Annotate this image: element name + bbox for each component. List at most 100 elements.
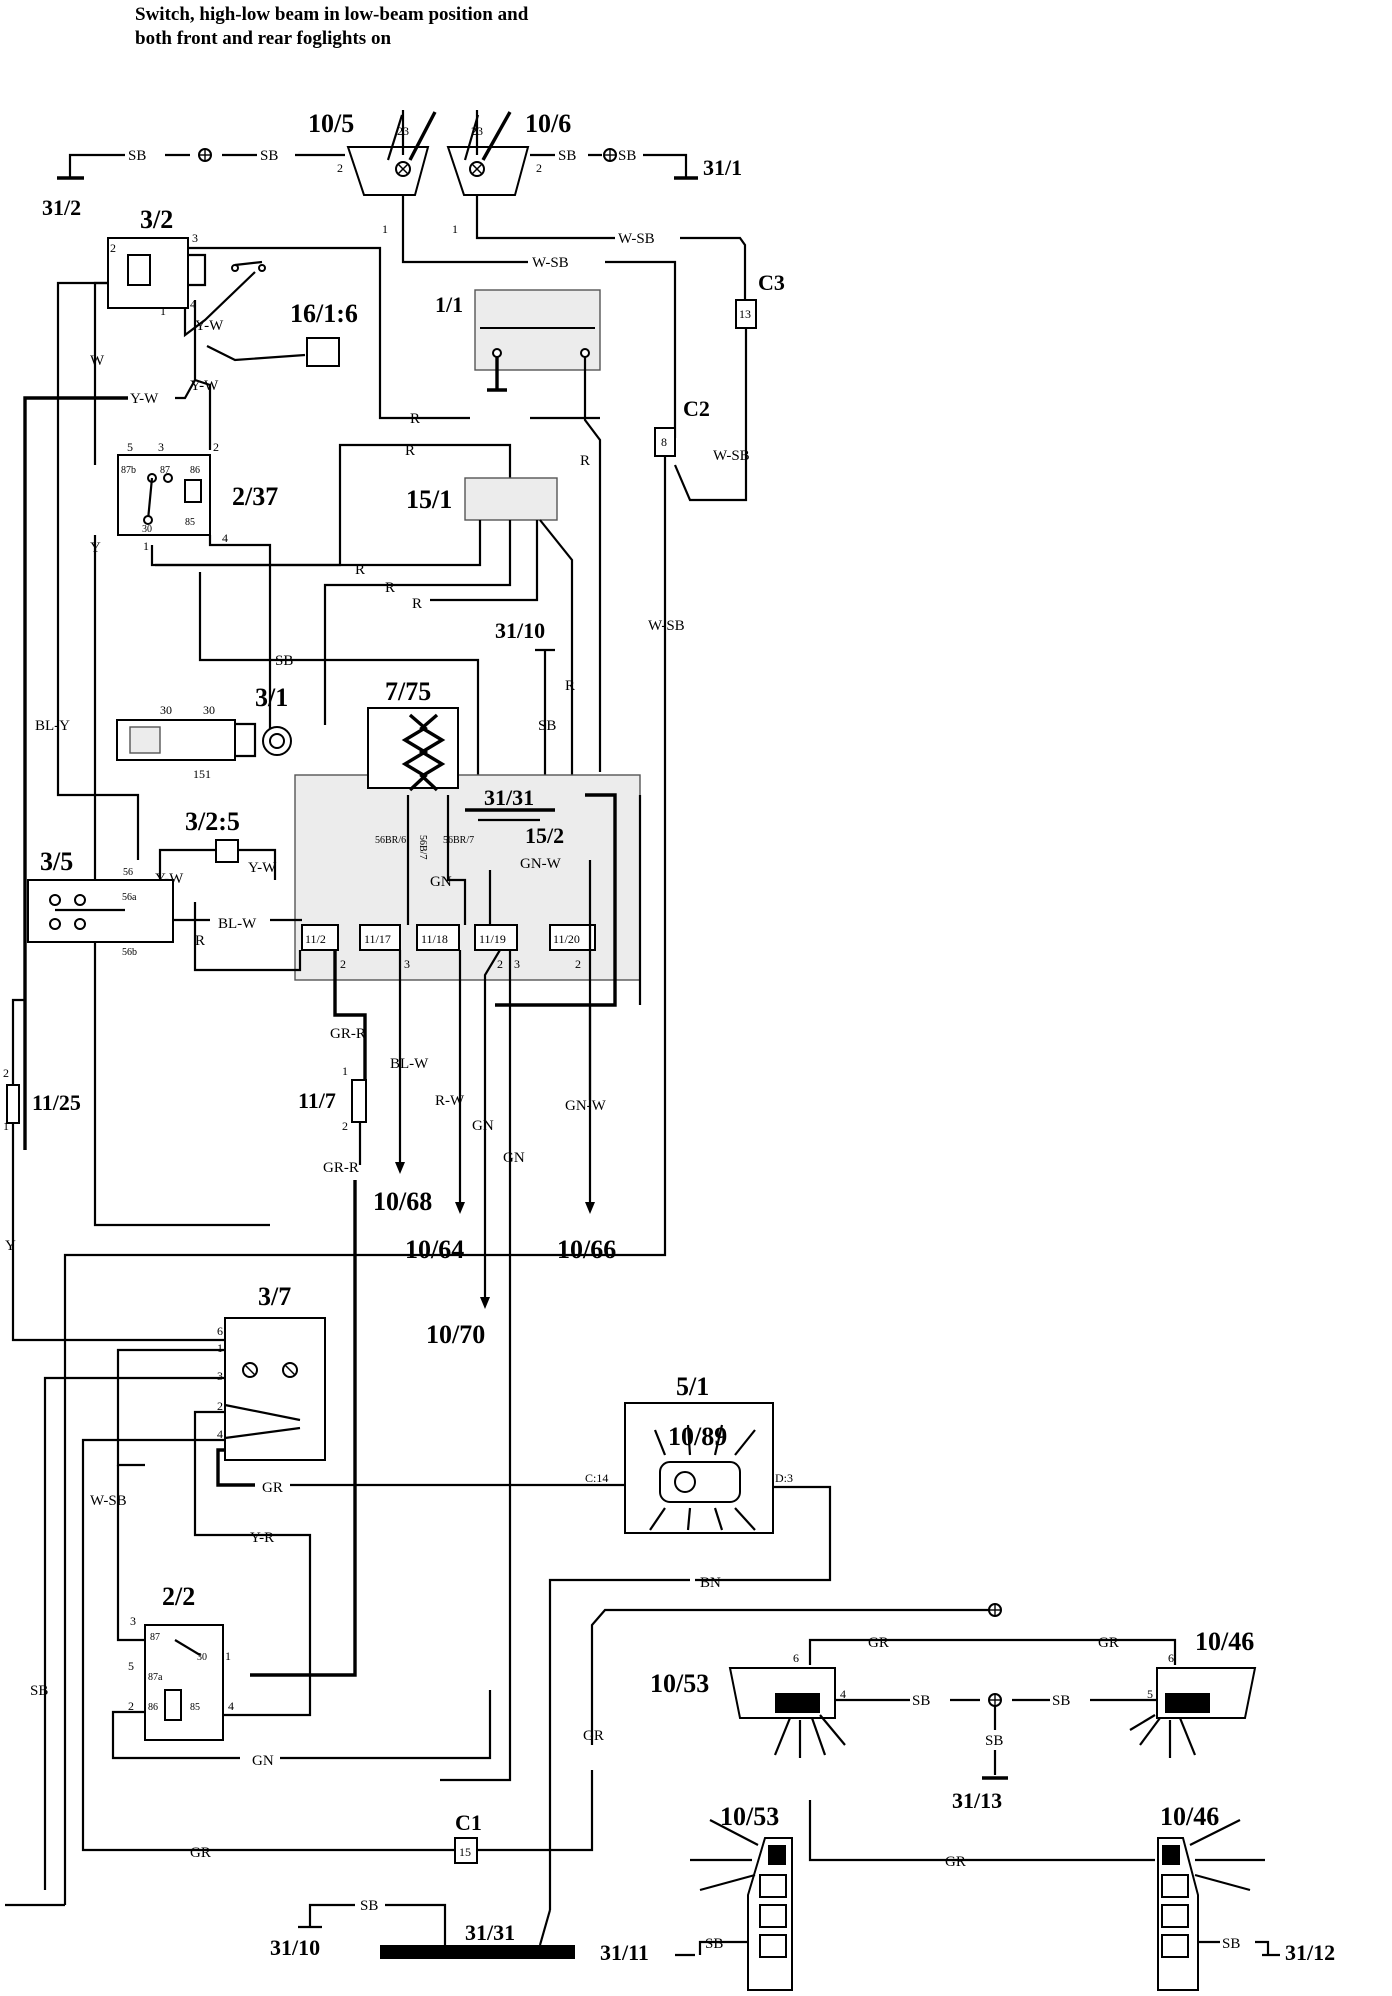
pin-label: 13 (739, 307, 751, 321)
light-switch-3-1 (116, 719, 292, 761)
wire-label-sb: SB (705, 1936, 723, 1952)
pin-label: C:14 (585, 1471, 608, 1485)
wire-label-w-sb: W-SB (713, 448, 750, 464)
svg-text:11/2: 11/2 (305, 932, 326, 946)
pin-label: 86 (190, 465, 200, 476)
pin-label: 2 (536, 161, 542, 175)
pin-label: 5 (1147, 1687, 1153, 1701)
wire-label-bl-y: BL-Y (35, 718, 70, 734)
pin-label: 15 (459, 1845, 471, 1859)
pin-label: 4 (222, 531, 228, 545)
pin-label: 85 (190, 1702, 200, 1713)
label-31-31-upper: 31/31 (484, 785, 534, 810)
pin-label: 4 (190, 297, 196, 311)
wire-label-y-w: Y-W (190, 378, 219, 394)
wire-label-gr-r: GR-R (323, 1160, 359, 1176)
pin-label: 2 (110, 241, 116, 255)
component-15-1 (464, 477, 558, 521)
pin-label: 1 (217, 1341, 223, 1355)
pin-label: 56 (123, 867, 133, 878)
diagram-title-line1: Switch, high-low beam in low-beam positi… (135, 4, 529, 25)
pin-label: 6 (1168, 1651, 1174, 1665)
wire-label-r: R (410, 411, 420, 427)
pin-label: 3 (404, 957, 410, 971)
label-3-1: 3/1 (255, 683, 288, 712)
wire-label-r: R (355, 562, 365, 578)
component-1-1 (474, 289, 601, 392)
wire-label-gn: GN (503, 1150, 525, 1166)
pin-label: 4 (228, 1699, 234, 1713)
pin-label: 87 (150, 1632, 160, 1643)
tail-lamp-10-46 (1157, 1819, 1265, 1991)
pin-label: 6 (217, 1324, 223, 1338)
svg-text:11/20: 11/20 (553, 932, 580, 946)
pin-label: 3 (130, 1614, 136, 1628)
label-31-10-lower: 31/10 (270, 1935, 320, 1960)
tail-lamp-10-53 (690, 1819, 793, 1991)
label-10-64: 10/64 (405, 1235, 464, 1264)
label-10-6: 10/6 (525, 109, 571, 138)
relay-2-37 (117, 454, 211, 536)
wire-label-gn: GN (252, 1753, 274, 1769)
fuse-11-17: 11/17 (359, 924, 401, 951)
pin-label: 2 (575, 957, 581, 971)
wire-label-sb: SB (618, 148, 636, 164)
label-11-25: 11/25 (32, 1090, 81, 1115)
pin-label: 30 (142, 524, 152, 535)
pin-label: 3 (217, 1369, 223, 1383)
wire-label-gr: GR (583, 1728, 604, 1744)
ground-bar-31-31 (380, 1945, 575, 1959)
label-c3: C3 (758, 270, 785, 295)
wire-label-gr: GR (1098, 1635, 1119, 1651)
wire-label-sb: SB (260, 148, 278, 164)
fuse-11-18: 11/18 (416, 924, 460, 951)
svg-text:11/17: 11/17 (364, 932, 391, 946)
pin-label: 87a (148, 1672, 163, 1683)
pin-label: 8 (661, 435, 667, 449)
headlamp-10-5 (346, 110, 437, 196)
pin-label: 56BR/7 (443, 835, 474, 846)
wire-label-gn: GN (430, 874, 452, 890)
fuse-11-20: 11/20 (549, 924, 596, 951)
wire-label-r: R (412, 596, 422, 612)
label-10-46-lower: 10/46 (1160, 1802, 1219, 1831)
pin-label: D:3 (775, 1471, 793, 1485)
wire-label-y: Y (5, 1238, 16, 1254)
switch-3-2 (107, 237, 266, 309)
pin-label: 1 (225, 1649, 231, 1663)
pin-label: 2 (213, 440, 219, 454)
rear-foglight-10-46 (1129, 1667, 1257, 1758)
pin-label: 30 (197, 1652, 207, 1663)
pin-label: 3 (158, 440, 164, 454)
switch-3-5 (27, 879, 174, 943)
pin-label: 2 (128, 1699, 134, 1713)
pin-label: 30 (160, 703, 172, 717)
wire-label-r: R (385, 580, 395, 596)
pin-label: 2 (340, 957, 346, 971)
pin-label: 4 (217, 1427, 223, 1441)
wire-label-r-w: R-W (435, 1093, 465, 1109)
wire-label-gn: GN (472, 1118, 494, 1134)
fuse-11-19: 11/19 (474, 924, 518, 951)
label-31-1: 31/1 (703, 155, 742, 180)
pin-label: 1 (143, 539, 149, 553)
svg-text:11/19: 11/19 (479, 932, 506, 946)
pin-label: 86 (148, 1702, 158, 1713)
pin-label: 1 (452, 222, 458, 236)
label-5-1: 5/1 (676, 1372, 709, 1401)
label-10-5: 10/5 (308, 109, 354, 138)
pin-label: 87 (160, 465, 170, 476)
headlamp-10-6 (446, 110, 530, 196)
component-3-2-5 (215, 839, 239, 863)
pin-label: 1 (382, 222, 388, 236)
rear-foglight-10-53 (728, 1667, 846, 1758)
pin-label: 87b (121, 465, 136, 476)
wire-label-r: R (580, 453, 590, 469)
wire-label-sb: SB (30, 1683, 48, 1699)
fuse-11-2: 11/2 (301, 924, 339, 951)
label-15-2: 15/2 (525, 823, 564, 848)
wire-label-bl-w: BL-W (390, 1056, 429, 1072)
pin-label: 30 (203, 703, 215, 717)
label-10-68: 10/68 (373, 1187, 432, 1216)
relay-2-2 (144, 1624, 224, 1741)
